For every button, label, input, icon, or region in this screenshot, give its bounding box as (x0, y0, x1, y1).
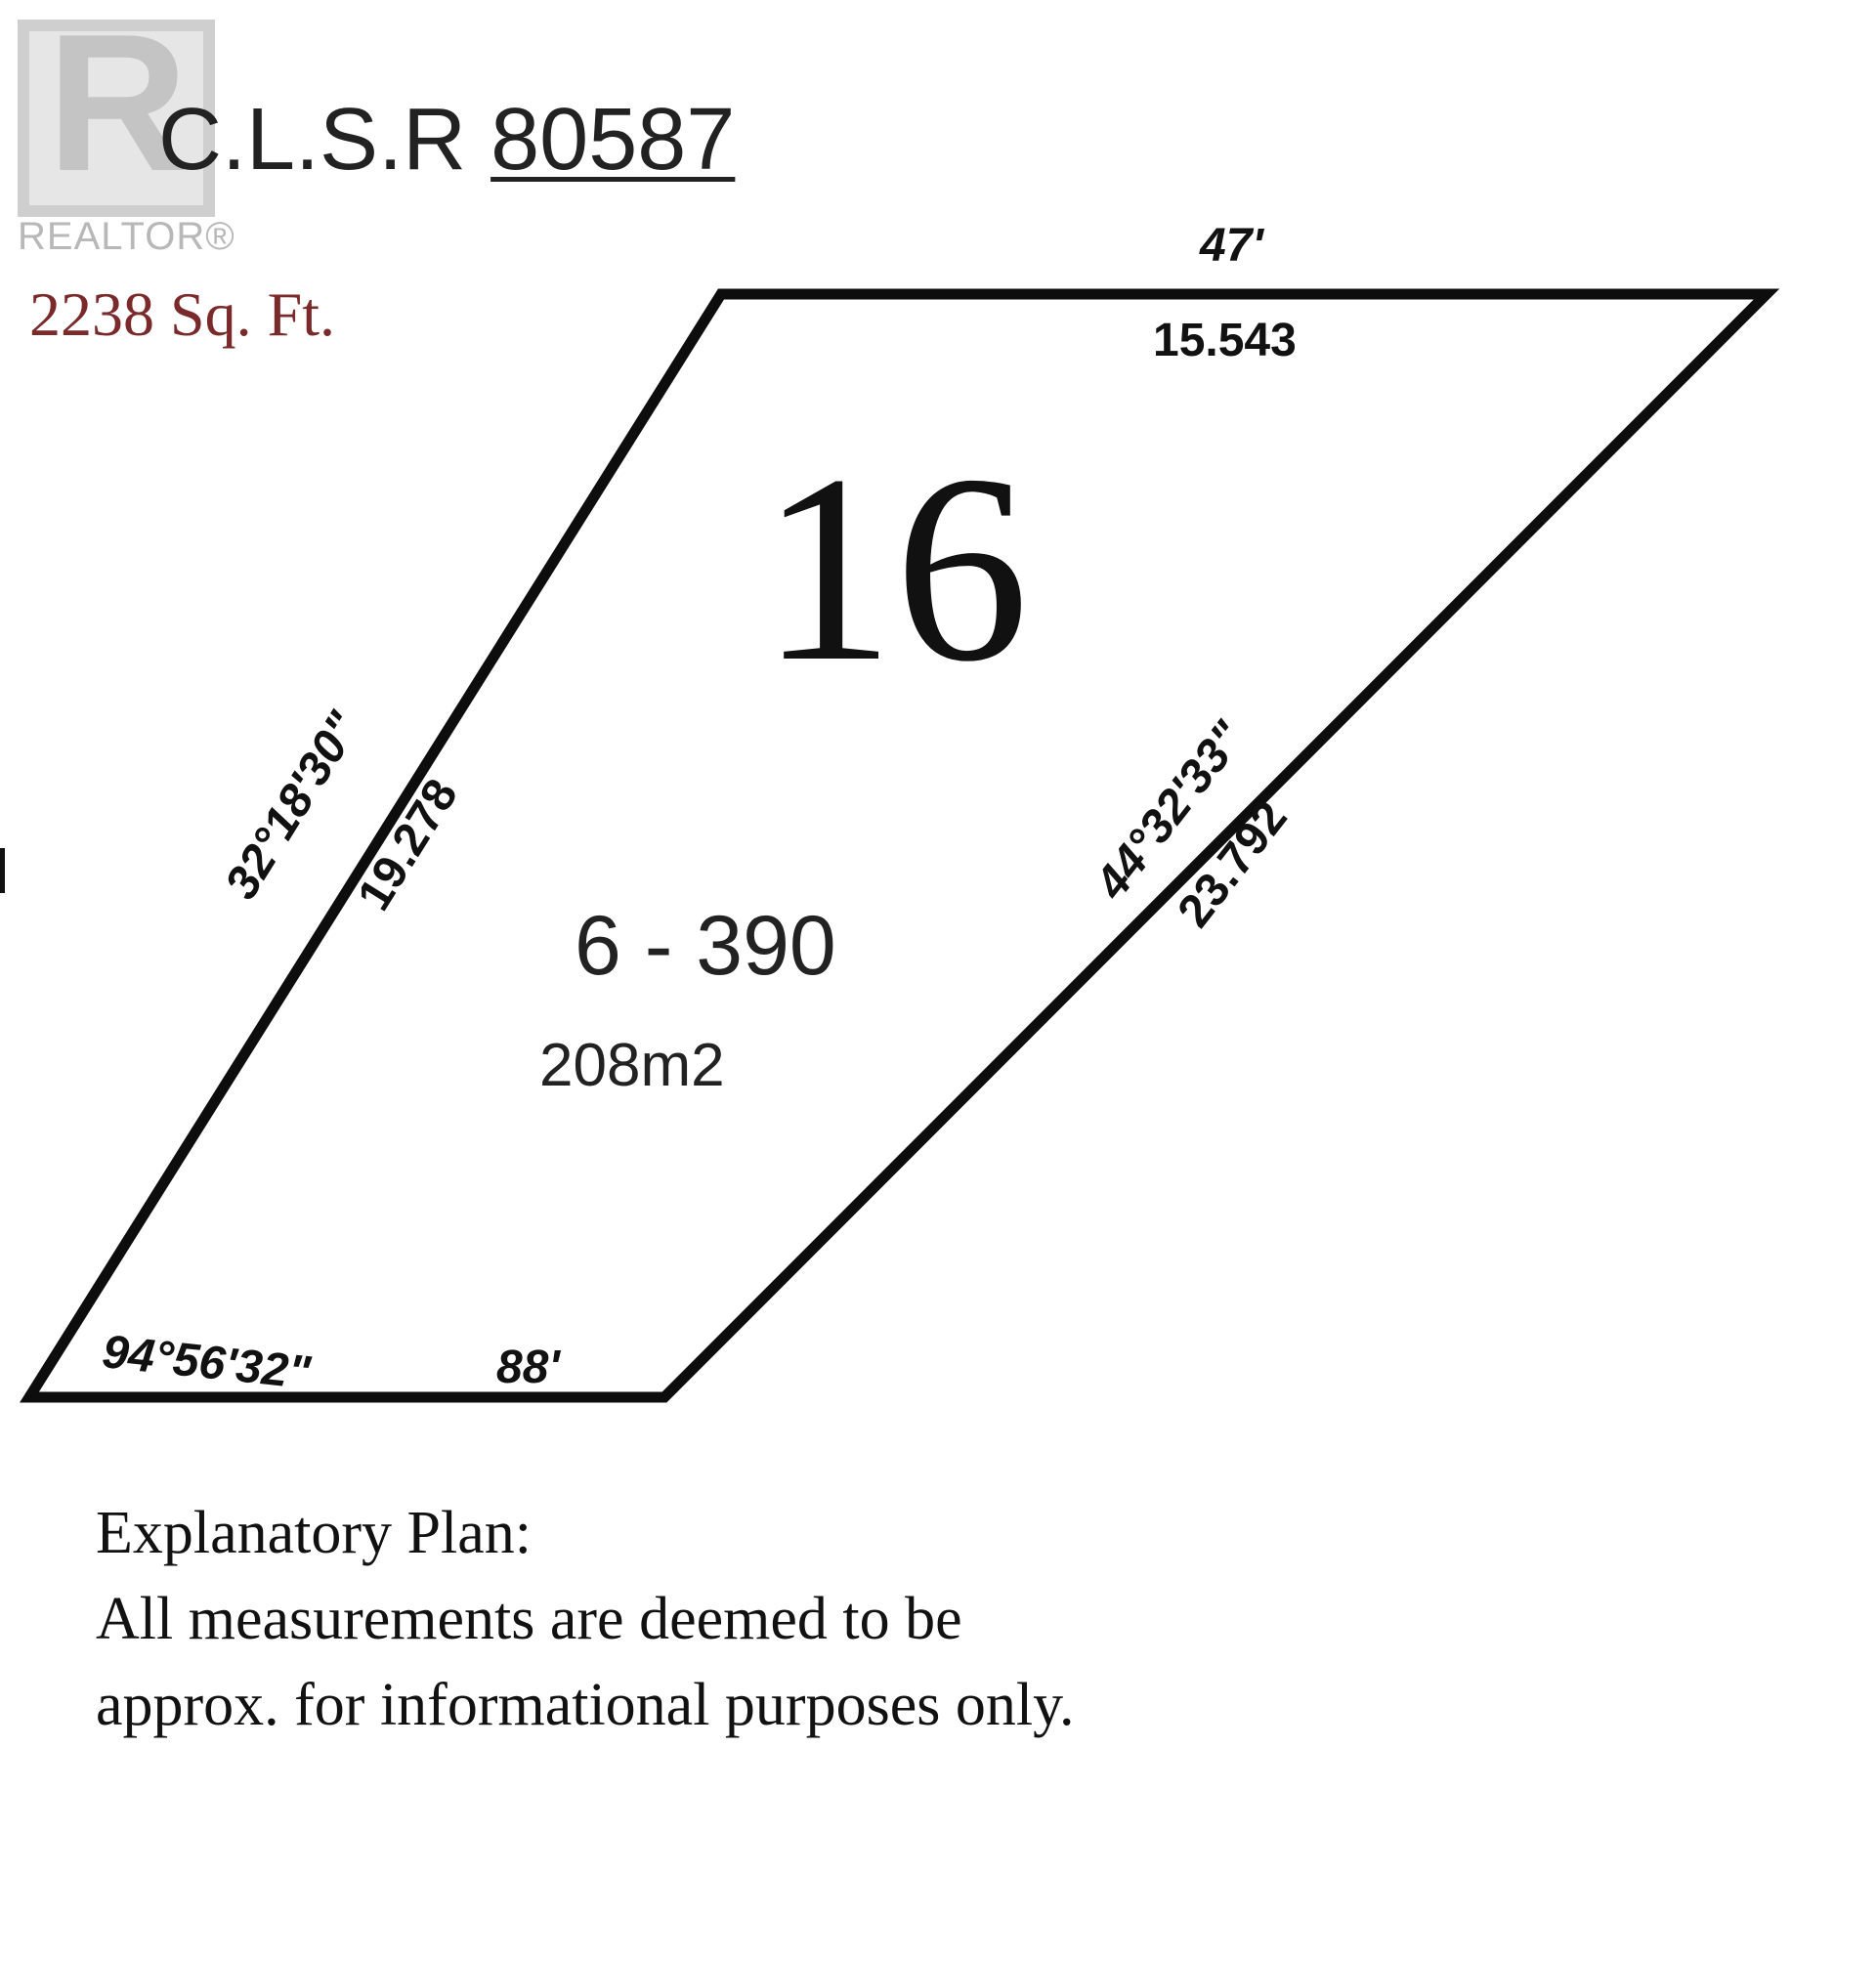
explanatory-note: Explanatory Plan: All measurements are d… (96, 1490, 1075, 1748)
area-square-feet: 2238 Sq. Ft. (29, 279, 335, 349)
plan-reference-number: 80587 (490, 91, 736, 189)
realtor-logo-word: REALTOR® (18, 215, 235, 258)
top-length-feet: 47' (1200, 220, 1263, 272)
edge-mark (0, 848, 5, 893)
lot-boundary (20, 288, 1780, 1403)
area-square-meters: 208m2 (539, 1032, 725, 1099)
realtor-logo: R REALTOR® (18, 6, 234, 259)
plan-reference-prefix: C.L.S.R (158, 91, 491, 189)
top-length-meters: 15.543 (1153, 315, 1297, 366)
plan-reference: C.L.S.R 80587 (158, 96, 735, 184)
note-line-3: approx. for informational purposes only. (96, 1672, 1075, 1738)
realtor-logo-box (18, 20, 215, 217)
bottom-length-feet: 88' (496, 1342, 560, 1393)
lot-number: 16 (760, 420, 1029, 717)
note-line-2: All measurements are deemed to be (96, 1586, 962, 1652)
note-line-1: Explanatory Plan: (96, 1500, 532, 1566)
realtor-logo-letter: R (47, 0, 189, 212)
unit-range: 6 - 390 (575, 899, 836, 993)
